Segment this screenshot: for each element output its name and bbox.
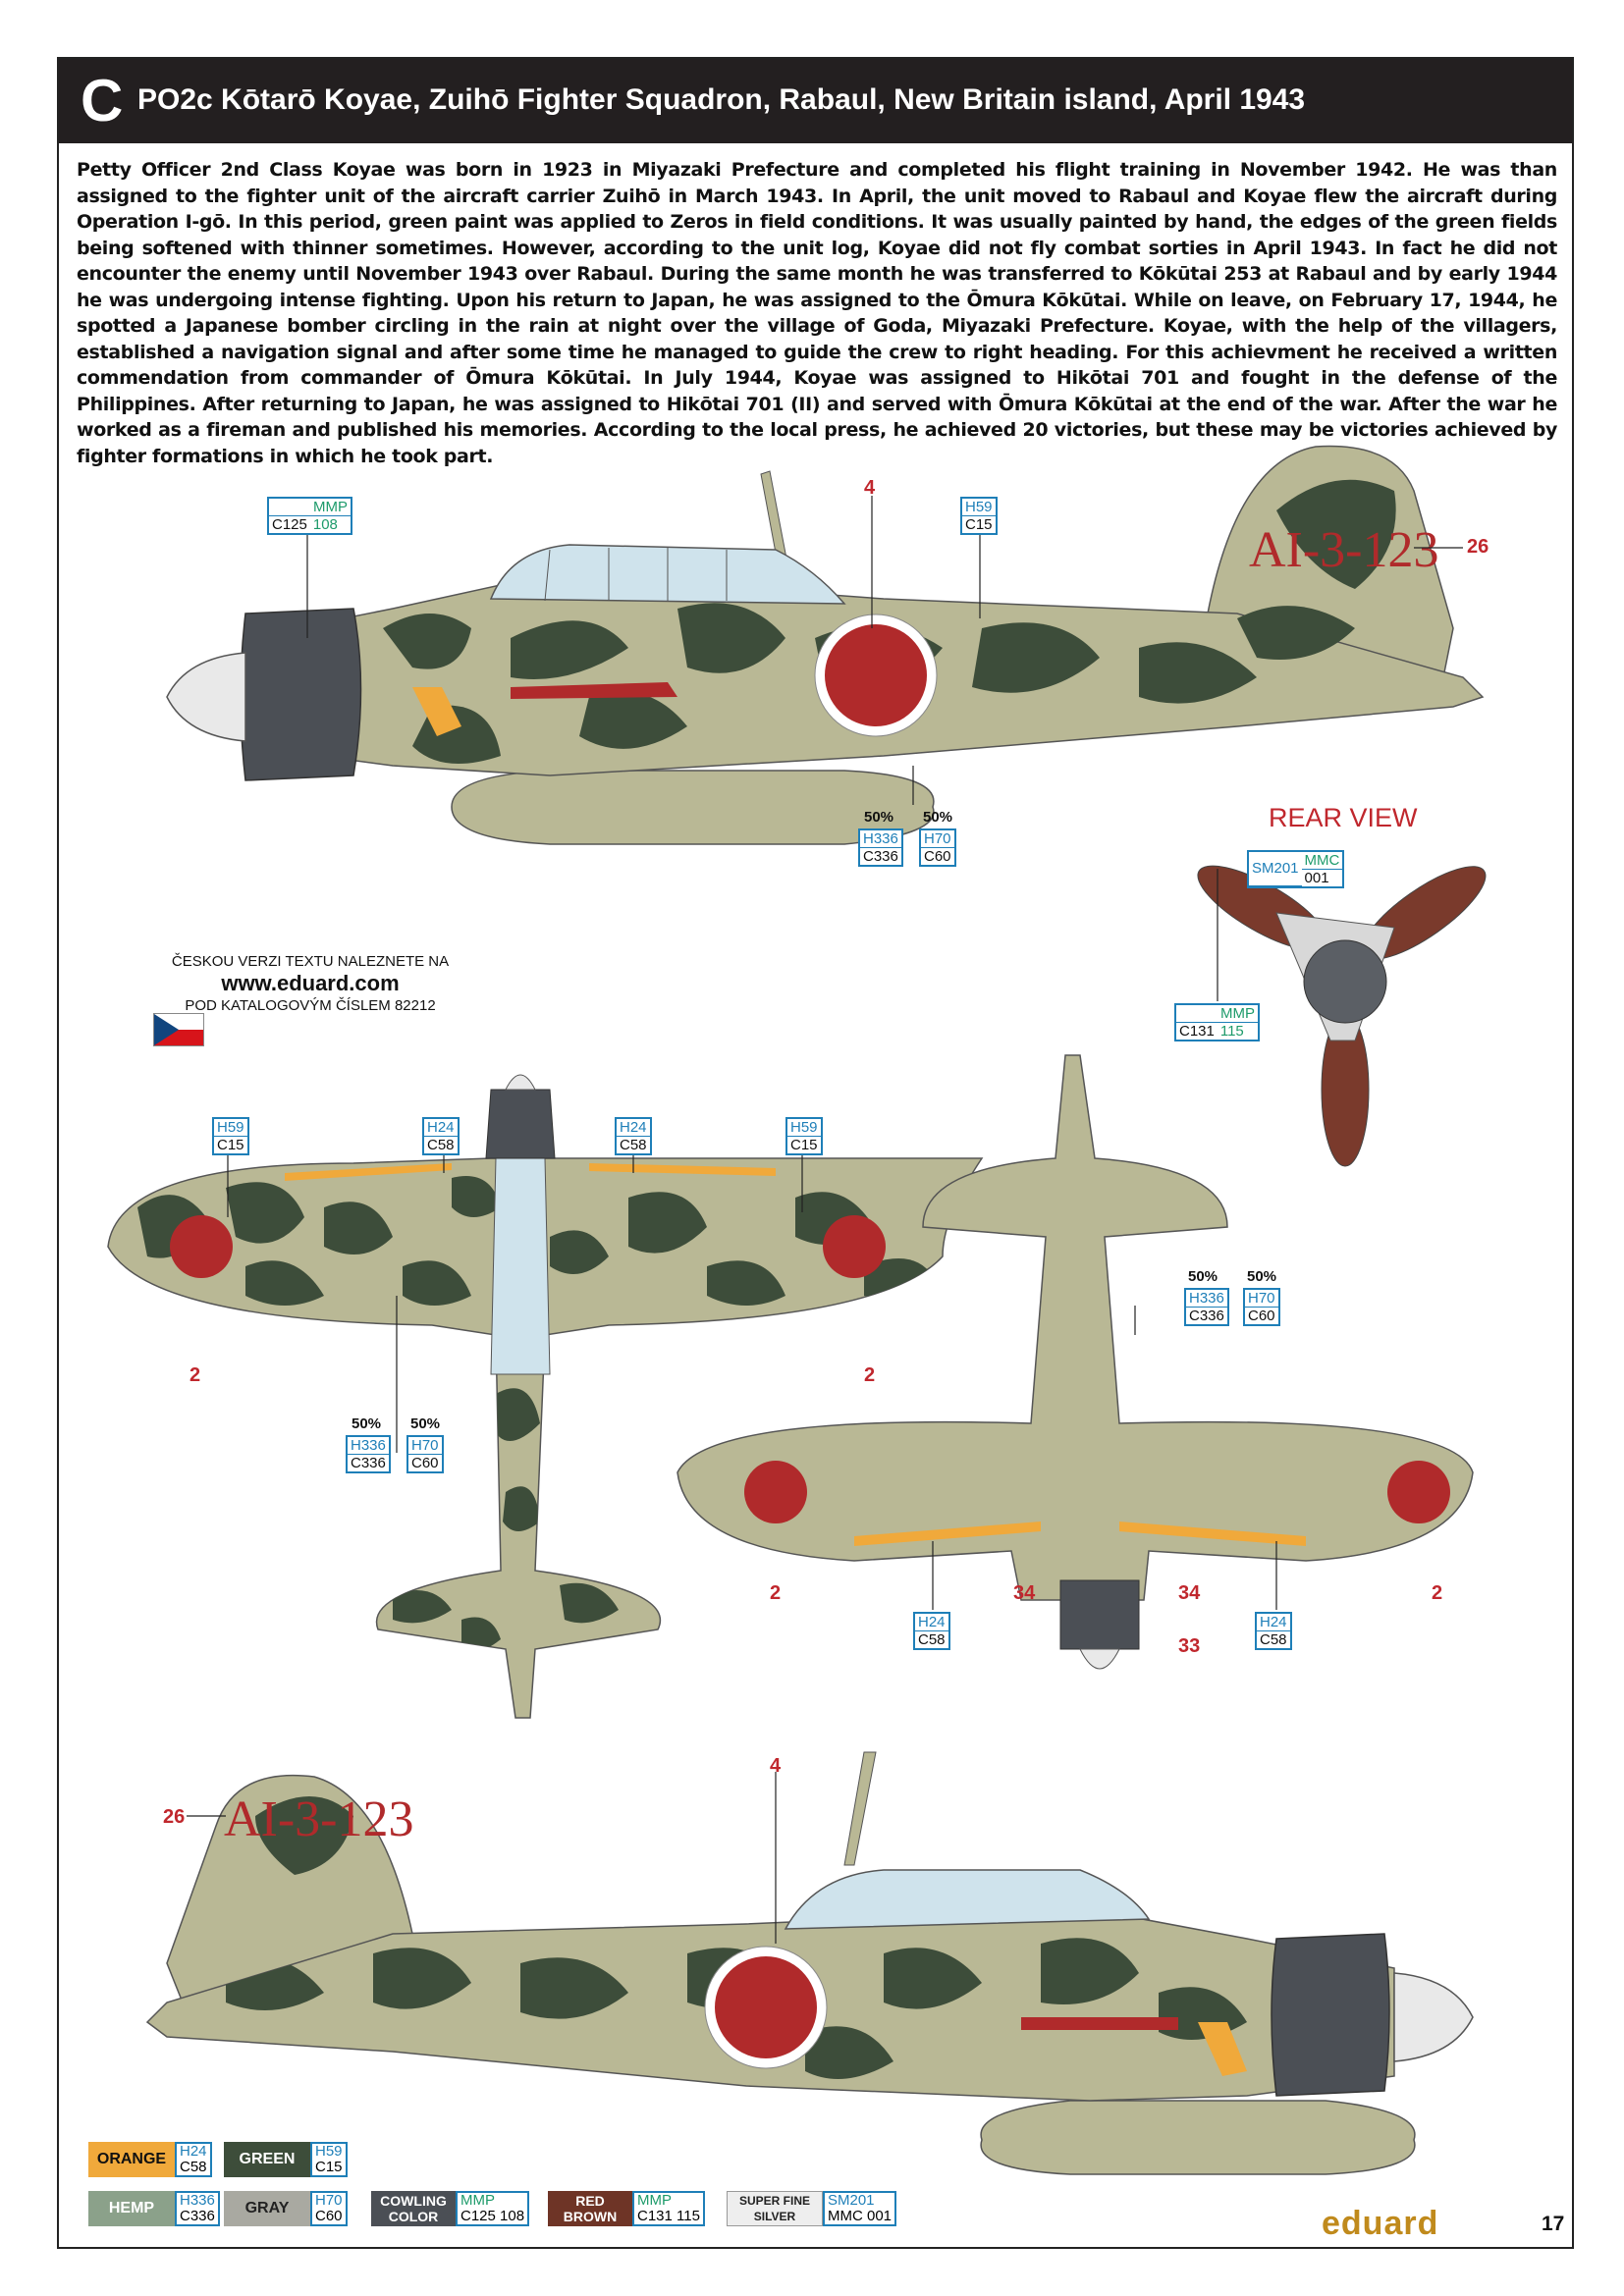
callout-2-a: 2: [189, 1364, 201, 1386]
pct-hemp-3: 50%: [352, 1415, 382, 1432]
code-hemp-1: H336 C336: [858, 828, 903, 867]
callout-2-d: 2: [1432, 1582, 1443, 1604]
pct-hemp: 50%: [864, 809, 894, 826]
profile-header: C PO2c Kōtarō Koyae, Zuihō Fighter Squad…: [59, 59, 1572, 143]
plan-view-top: [107, 1074, 984, 1719]
leader-lines: [187, 496, 1463, 1944]
callout-26-top: 26: [1467, 536, 1489, 558]
code-gray-1: H70 C60: [919, 828, 956, 867]
callout-4-top: 4: [864, 477, 876, 499]
pct-hemp-2: 50%: [1188, 1268, 1218, 1285]
callout-34-b: 34: [1178, 1582, 1201, 1604]
pct-gray-3: 50%: [410, 1415, 441, 1432]
pct-gray: 50%: [923, 809, 953, 826]
page-number: 17: [1542, 2213, 1565, 2235]
tail-code-text: AI-3-123: [1249, 522, 1439, 578]
tail-code-text-right: AI-3-123: [224, 1791, 414, 1847]
callout-2-b: 2: [864, 1364, 876, 1386]
pct-gray-2: 50%: [1247, 1268, 1277, 1285]
czech-note-url: www.eduard.com: [221, 971, 400, 995]
eduard-logo: eduard: [1322, 2205, 1439, 2242]
pilot-biography: Petty Officer 2nd Class Koyae was born i…: [77, 157, 1557, 469]
czech-note-line3: POD KATALOGOVÝM ČÍSLEM 82212: [185, 997, 436, 1014]
czech-version-note: ČESKOU VERZI TEXTU NALEZNETE NA www.edua…: [153, 952, 467, 1015]
side-profile-right: AI-3-123: [145, 1751, 1474, 2175]
rear-view-label: REAR VIEW: [1269, 803, 1418, 832]
callout-4-bottom: 4: [770, 1755, 782, 1777]
profile-letter: C: [81, 68, 124, 133]
czech-flag-icon: [153, 1013, 204, 1046]
side-profile-left: AI-3-123: [166, 445, 1485, 845]
page-frame: [57, 57, 1574, 2249]
biography-text: Petty Officer 2nd Class Koyae was born i…: [77, 159, 1557, 467]
callout-33: 33: [1178, 1635, 1201, 1657]
profile-title: PO2c Kōtarō Koyae, Zuihō Fighter Squadro…: [137, 83, 1306, 116]
code-green-top: H59 C15: [960, 497, 998, 535]
czech-note-line1: ČESKOU VERZI TEXTU NALEZNETE NA: [171, 953, 450, 970]
callout-26-bottom: 26: [163, 1806, 186, 1828]
plan-view-bottom: [677, 1054, 1474, 1670]
rear-view-propeller: [1197, 865, 1487, 1167]
callout-2-c: 2: [770, 1582, 782, 1604]
callout-34-a: 34: [1013, 1582, 1036, 1604]
